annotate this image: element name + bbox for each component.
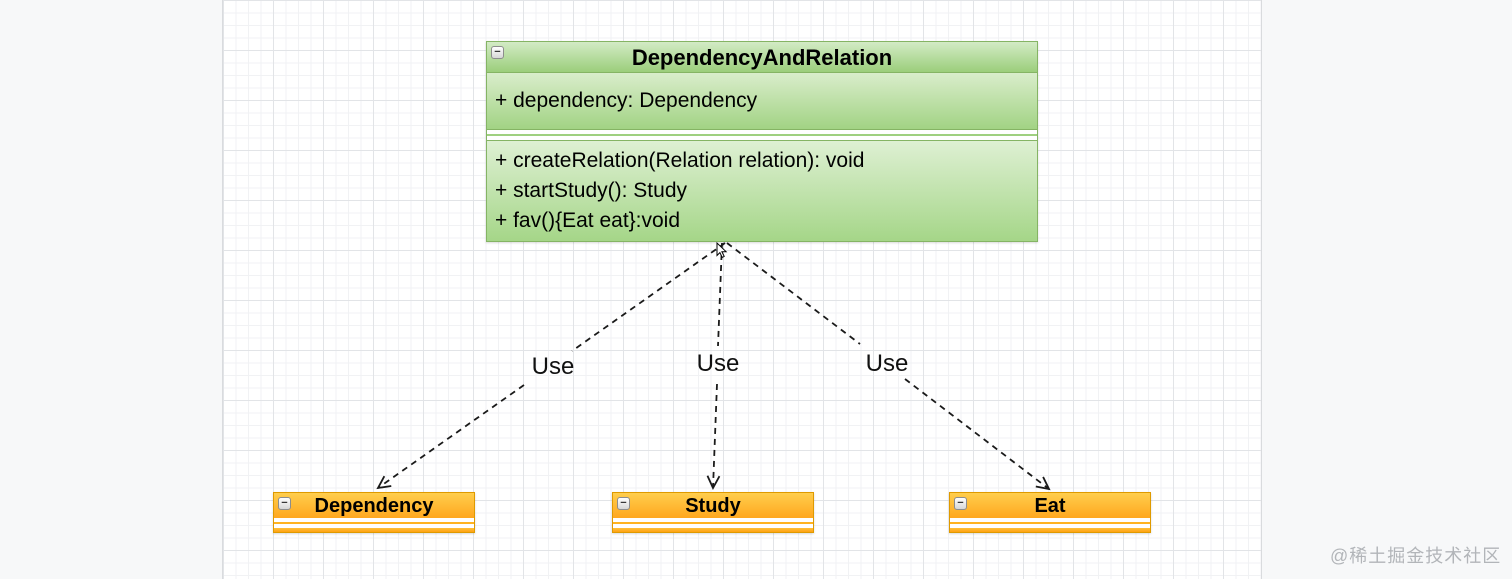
separator-line xyxy=(950,522,1150,524)
edge-label-use-dependency[interactable]: Use xyxy=(531,353,575,380)
class-name: Eat xyxy=(1034,495,1066,517)
node-bottom-strip xyxy=(613,528,813,532)
class-node-dependency[interactable]: − Dependency xyxy=(273,492,475,533)
edge-label-use-eat[interactable]: Use xyxy=(865,350,909,377)
empty-methods-compartment xyxy=(613,524,813,528)
use-edge-eat[interactable] xyxy=(726,242,1049,489)
field-item: + dependency: Dependency xyxy=(495,89,758,112)
empty-methods-compartment xyxy=(274,524,474,528)
class-node-study[interactable]: − Study xyxy=(612,492,814,533)
method-item: + startStudy(): Study xyxy=(495,179,687,202)
method-item: + fav(){Eat eat}:void xyxy=(495,209,681,232)
class-name: Dependency xyxy=(314,495,434,517)
separator-line xyxy=(613,522,813,524)
node-bottom-strip xyxy=(274,528,474,532)
class-title-bar: − Study xyxy=(613,493,813,518)
class-methods-compartment[interactable]: + createRelation(Relation relation): voi… xyxy=(487,140,1037,241)
empty-fields-compartment xyxy=(950,518,1150,522)
collapse-icon[interactable]: − xyxy=(954,497,967,510)
node-bottom-strip xyxy=(950,528,1150,532)
class-node-eat[interactable]: − Eat xyxy=(949,492,1151,533)
watermark-text: @稀土掘金技术社区 xyxy=(1330,546,1502,566)
method-item: + createRelation(Relation relation): voi… xyxy=(495,149,865,172)
class-title-bar: − Dependency xyxy=(274,493,474,518)
class-name: DependencyAndRelation xyxy=(631,45,893,70)
empty-methods-compartment xyxy=(950,524,1150,528)
collapse-icon[interactable]: − xyxy=(617,497,630,510)
class-fields-compartment[interactable]: + dependency: Dependency xyxy=(487,73,1037,130)
class-title-bar: − Eat xyxy=(950,493,1150,518)
edge-label-use-study[interactable]: Use xyxy=(696,350,740,377)
empty-fields-compartment xyxy=(613,518,813,522)
class-title-bar: − DependencyAndRelation xyxy=(487,42,1037,73)
empty-fields-compartment xyxy=(274,518,474,522)
collapse-icon[interactable]: − xyxy=(278,497,291,510)
use-edge-dependency[interactable] xyxy=(378,242,726,488)
collapse-icon[interactable]: − xyxy=(491,46,504,59)
class-node-dependencyandrelation[interactable]: − DependencyAndRelation + dependency: De… xyxy=(486,41,1038,242)
class-name: Study xyxy=(685,495,741,517)
separator-line xyxy=(487,134,1037,136)
separator-line xyxy=(274,522,474,524)
compartment-separator xyxy=(487,130,1037,140)
